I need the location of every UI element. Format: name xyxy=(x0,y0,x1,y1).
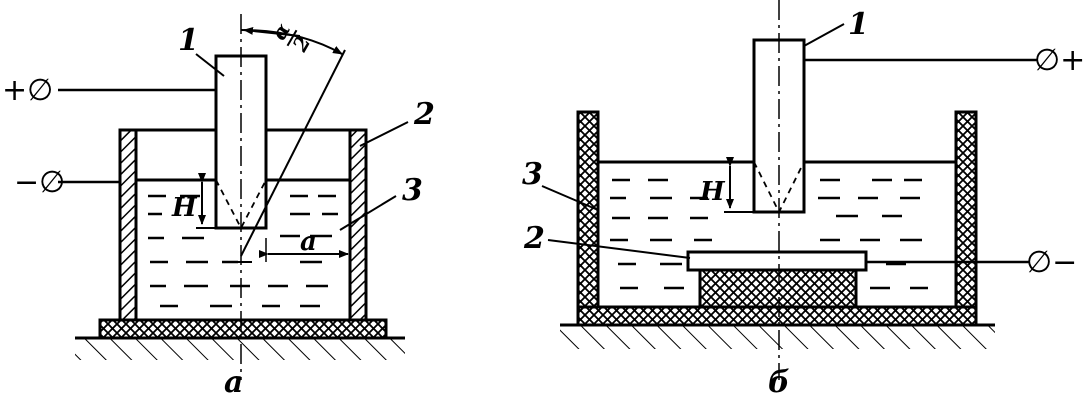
depth-dimension-a xyxy=(196,173,216,229)
leaders-b xyxy=(541,23,845,259)
terminal-minus-b: ∅− xyxy=(1026,245,1077,280)
figure-b: 1 3 2 H ∅+ ∅− б xyxy=(522,0,1084,400)
terminal-plus-a: +∅ xyxy=(2,73,53,108)
vessel-b xyxy=(576,110,978,327)
ground-b xyxy=(560,323,995,349)
vessel-a xyxy=(118,128,368,322)
depth-dimension-b xyxy=(724,157,754,213)
label-workpiece-b: 2 xyxy=(523,221,545,256)
figure-a: 1 2 3 H a α 2 +∅ −∅ а xyxy=(2,14,435,400)
label-liquid-a: 3 xyxy=(402,173,423,208)
terminal-wires-a xyxy=(58,88,216,184)
ground-a xyxy=(75,336,405,360)
terminal-plus-b: ∅+ xyxy=(1034,43,1084,78)
label-distance-a: a xyxy=(300,227,317,257)
leaders-a xyxy=(195,53,409,231)
caption-b: б xyxy=(768,365,790,400)
terminal-wires-b xyxy=(804,58,1038,264)
label-depth-b: H xyxy=(699,177,726,207)
label-electrode-b: 1 xyxy=(848,7,869,42)
base-plate-a xyxy=(98,318,388,340)
label-depth-a: H xyxy=(171,193,198,223)
angle-label-a: α 2 xyxy=(267,19,316,57)
label-liquid-b: 3 xyxy=(522,157,543,192)
terminal-minus-a: −∅ xyxy=(14,165,65,200)
distance-dimension-a xyxy=(236,238,349,263)
angle-denominator-a: 2 xyxy=(287,31,315,56)
workpiece-b xyxy=(686,250,868,309)
angle-indicator-a xyxy=(240,26,346,257)
label-vessel-a: 2 xyxy=(413,97,435,132)
caption-a: а xyxy=(224,365,243,400)
label-electrode-a: 1 xyxy=(178,23,199,58)
